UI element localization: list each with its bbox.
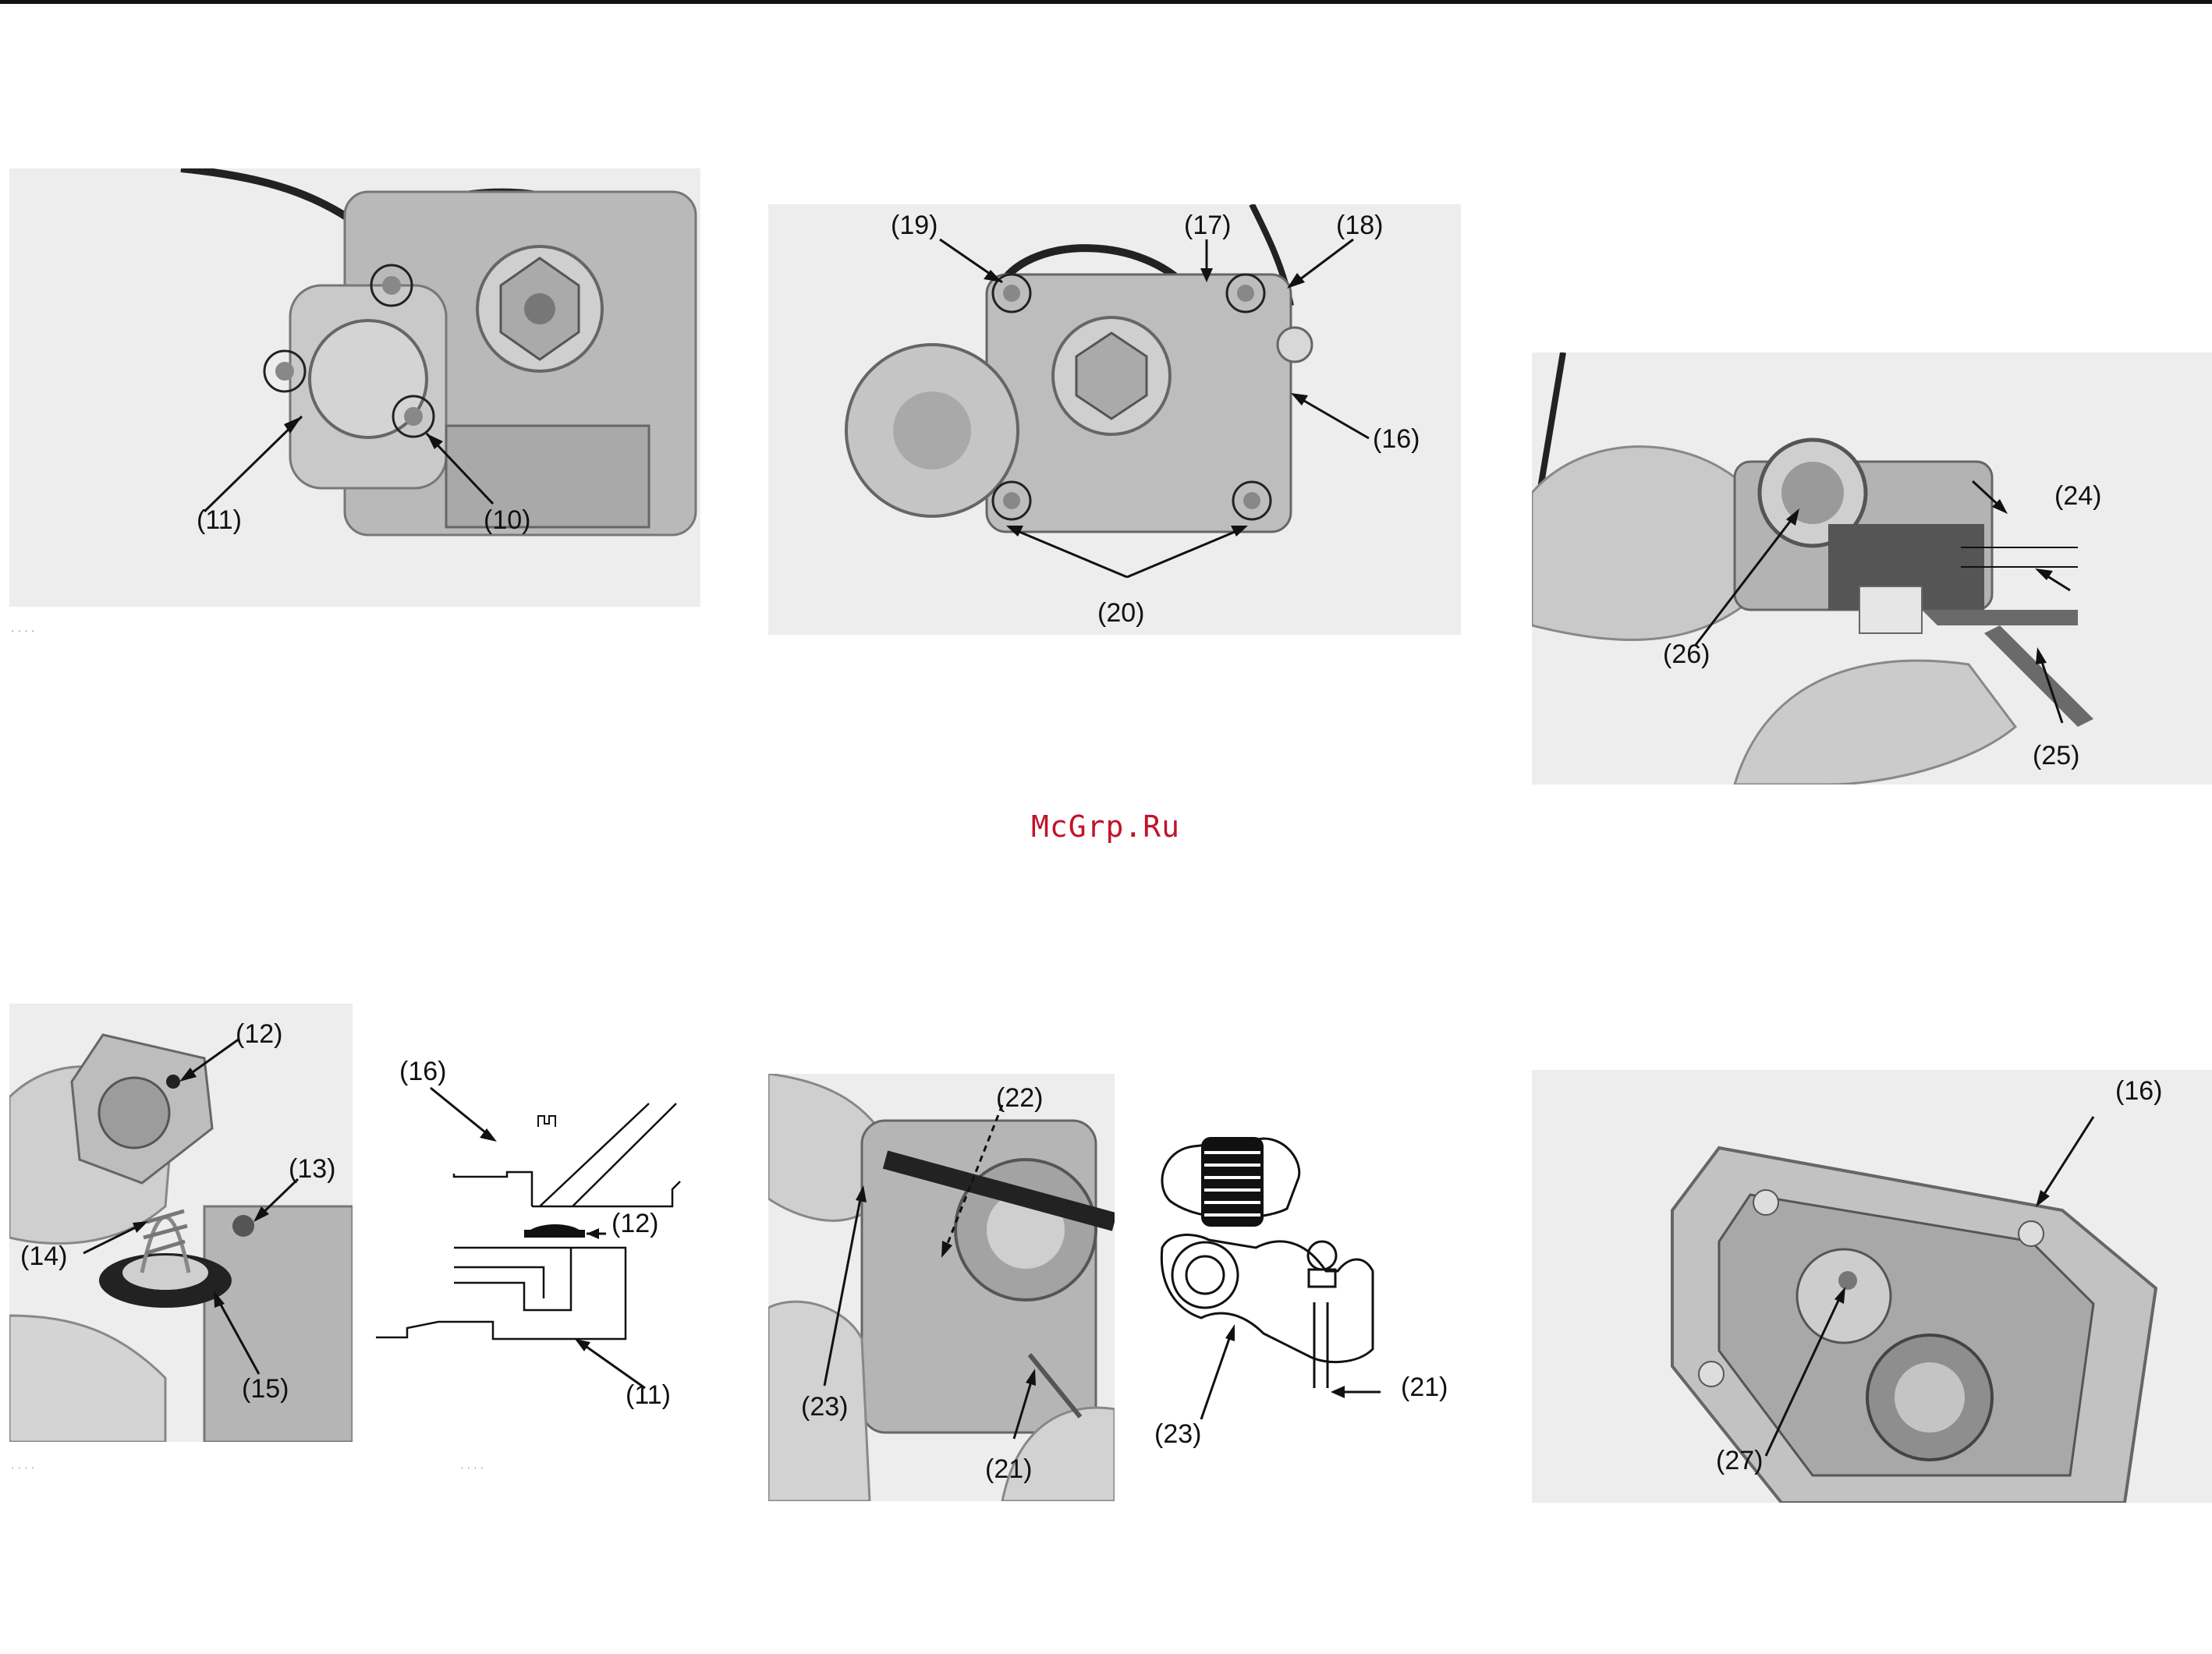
- photo-float-pin-removal: (22) (23) (21): [768, 1074, 1115, 1501]
- callout-14: (14): [20, 1241, 67, 1272]
- callout-21: (21): [1401, 1372, 1448, 1403]
- callout-23: (23): [801, 1392, 848, 1422]
- diagram-float-tab-pin: (23) (21): [1123, 1115, 1498, 1482]
- callout-24: (24): [2054, 481, 2101, 512]
- photo-float-chamber-interior: (16) (27): [1532, 1070, 2212, 1503]
- callout-10: (10): [484, 505, 530, 536]
- photo-carburetor-cover: (11) (10): [9, 168, 700, 607]
- photo-float-level-measurement: (24) (26) (25): [1532, 352, 2212, 784]
- callout-22: (22): [996, 1083, 1043, 1114]
- caption-placeholder-4: · · · ·: [11, 1461, 34, 1473]
- callout-13: (13): [289, 1154, 335, 1185]
- caption-placeholder-5: · · · ·: [460, 1461, 484, 1473]
- callout-23: (23): [1154, 1419, 1201, 1450]
- callout-15: (15): [242, 1374, 289, 1404]
- callout-21: (21): [985, 1454, 1032, 1485]
- callout-12: (12): [611, 1209, 658, 1239]
- photo-diaphragm-spring: (12) (13) (14) (15): [9, 1004, 353, 1442]
- caption-placeholder-1: · · · ·: [11, 624, 34, 636]
- callout-26: (26): [1663, 639, 1710, 670]
- callout-17: (17): [1184, 211, 1231, 241]
- callout-19: (19): [891, 211, 938, 241]
- callout-16: (16): [2115, 1076, 2162, 1107]
- top-rule: [0, 0, 2212, 4]
- callout-16: (16): [1373, 424, 1420, 455]
- callout-11: (11): [197, 505, 242, 536]
- callout-18: (18): [1336, 211, 1383, 241]
- callout-25: (25): [2033, 741, 2079, 771]
- callout-12: (12): [236, 1019, 282, 1050]
- callout-16: (16): [399, 1057, 446, 1087]
- watermark: McGrp.Ru: [1031, 809, 1180, 844]
- callout-27: (27): [1716, 1446, 1763, 1476]
- diagram-seal-cross-section: (16) (12) (11): [368, 1049, 696, 1423]
- photo-float-chamber-cover: (19) (17) (18) (16) (20): [768, 204, 1461, 635]
- callout-20: (20): [1097, 598, 1144, 629]
- callout-11: (11): [626, 1380, 671, 1411]
